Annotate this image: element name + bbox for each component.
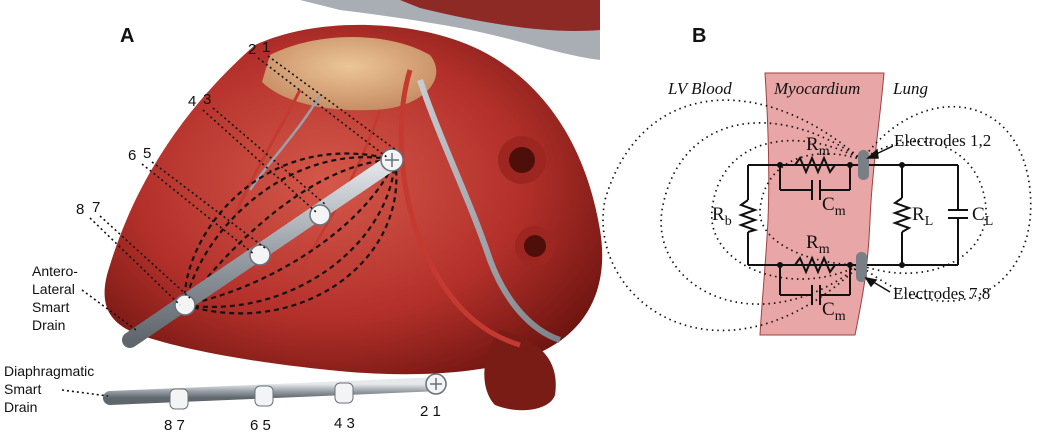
electrode-number: 8 7 [164, 417, 185, 434]
label-rm-bottom: Rm [806, 232, 830, 257]
region-myocardium: Myocardium [773, 79, 860, 98]
electrode-ring [334, 382, 354, 404]
rm-bottom-resistor [794, 255, 836, 275]
label-cm-bottom: Cm [822, 299, 846, 324]
epicardial-fat [262, 36, 437, 111]
upper-vessel [400, 0, 600, 31]
svg-text:Smart: Smart [4, 381, 41, 397]
circuit-nodes [777, 162, 905, 268]
field-loops [602, 99, 1032, 332]
svg-text:Lateral: Lateral [32, 281, 75, 297]
number-leaders [61, 55, 397, 397]
heart-body [104, 24, 603, 375]
coronary-vessel [233, 89, 302, 216]
electrode-number: 5 [143, 145, 151, 162]
vessel-opening [524, 235, 546, 257]
svg-text:Diaphragmatic: Diaphragmatic [4, 363, 94, 379]
rm-top-resistor [794, 155, 836, 175]
coronary-vessel [398, 69, 521, 348]
rl-resistor [892, 197, 912, 233]
electrode-number: 1 [262, 39, 270, 56]
electrode-ring [174, 294, 196, 316]
drain-tip [425, 373, 447, 395]
electrode-number: 2 [248, 41, 256, 58]
label-rb: Rb [712, 204, 732, 229]
diaphragmatic-label: Diaphragmatic Smart Drain [4, 363, 94, 415]
panel-label-b: B [692, 25, 706, 47]
label-rl: RL [912, 204, 933, 229]
panel-b: B [602, 25, 1032, 336]
electrode-ring [169, 388, 189, 410]
electrode-number: 2 1 [420, 403, 441, 420]
electrode-number: 4 [188, 93, 196, 110]
electrode-number: 4 3 [334, 415, 355, 432]
label-electrodes-top: Electrodes 1,2 [894, 131, 991, 150]
electrode-top [858, 150, 869, 180]
region-lv-blood: LV Blood [667, 79, 732, 98]
electrode-arrows [864, 145, 894, 293]
electrode-number: 3 [203, 91, 211, 108]
electrode-bottom [856, 252, 867, 282]
diaphragmatic-drain [103, 373, 447, 410]
svg-text:Smart: Smart [32, 299, 69, 315]
electrode-number: 8 [76, 201, 84, 218]
electrode-ring [249, 244, 271, 266]
inferior-heart [484, 330, 556, 411]
antero-lateral-drain [122, 148, 404, 348]
vessel-opening [509, 147, 535, 173]
coronary-vein [248, 94, 322, 191]
region-lung: Lung [892, 79, 928, 98]
label-rm-top: Rm [806, 134, 830, 159]
label-electrodes-bottom: Electrodes 7,8 [893, 284, 990, 303]
svg-text:Antero-: Antero- [32, 263, 78, 279]
label-cm-top: Cm [822, 194, 846, 219]
electrode-number: 6 [128, 147, 136, 164]
panel-label-a: A [120, 25, 134, 47]
electrode-number: 7 [92, 199, 100, 216]
electrode-ring [309, 204, 331, 226]
panel-a: A 1 2 3 4 5 6 7 8 8 7 6 5 4 3 2 1 Antero… [4, 0, 603, 434]
electrode-number: 6 5 [250, 417, 271, 434]
label-cl: CL [972, 204, 993, 229]
rb-resistor [738, 199, 759, 233]
electrode-ring [254, 385, 274, 407]
coronary-vein [417, 79, 562, 343]
antero-lateral-label: Antero- Lateral Smart Drain [32, 263, 78, 333]
drain-tip [380, 148, 404, 172]
svg-text:Drain: Drain [32, 317, 65, 333]
svg-text:Drain: Drain [4, 399, 37, 415]
